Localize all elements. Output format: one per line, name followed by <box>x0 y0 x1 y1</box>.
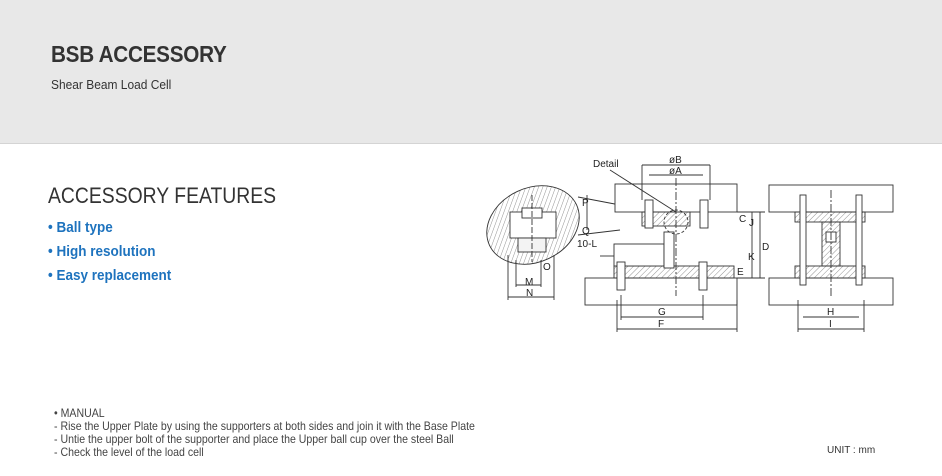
label-oA: øA <box>669 166 682 177</box>
detail-view <box>486 185 621 300</box>
label-P: P <box>582 198 589 209</box>
label-E: E <box>737 267 744 278</box>
dimension-labels: Detail øB øA P Q O M N 10-L C J D K E G … <box>525 155 834 330</box>
label-C: C <box>739 214 746 225</box>
label-detail: Detail <box>593 159 619 170</box>
label-H: H <box>827 307 834 318</box>
side-view <box>768 184 894 332</box>
feature-item: • High resolution <box>48 243 156 260</box>
manual-title: • MANUAL <box>54 406 105 420</box>
label-M: M <box>525 277 533 288</box>
label-D: D <box>762 242 769 253</box>
feature-item: • Ball type <box>48 219 113 236</box>
manual-step: - Rise the Upper Plate by using the supp… <box>54 419 475 433</box>
label-10-L: 10-L <box>577 239 597 250</box>
page-title: BSB ACCESSORY <box>51 41 227 67</box>
label-K: K <box>748 252 755 263</box>
front-view <box>584 164 765 332</box>
label-I: I <box>829 319 832 330</box>
page-header: BSB ACCESSORY Shear Beam Load Cell <box>0 0 942 144</box>
manual-step: - Check the level of the load cell <box>54 445 204 459</box>
features-heading: ACCESSORY FEATURES <box>48 183 277 208</box>
label-Q: Q <box>582 226 590 237</box>
feature-item: • Easy replacement <box>48 267 172 284</box>
label-N: N <box>526 288 533 299</box>
label-G: G <box>658 307 666 318</box>
page-subtitle: Shear Beam Load Cell <box>51 77 172 92</box>
manual-step: - Untie the upper bolt of the supporter … <box>54 432 454 446</box>
label-F: F <box>658 319 664 330</box>
unit-label: UNIT : mm <box>827 445 876 456</box>
manual-instructions: • MANUAL - Rise the Upper Plate by using… <box>54 407 475 459</box>
features-list: • Ball type • High resolution • Easy rep… <box>48 218 185 290</box>
label-oB: øB <box>669 155 682 166</box>
label-J: J <box>749 218 754 229</box>
label-O: O <box>543 262 551 273</box>
